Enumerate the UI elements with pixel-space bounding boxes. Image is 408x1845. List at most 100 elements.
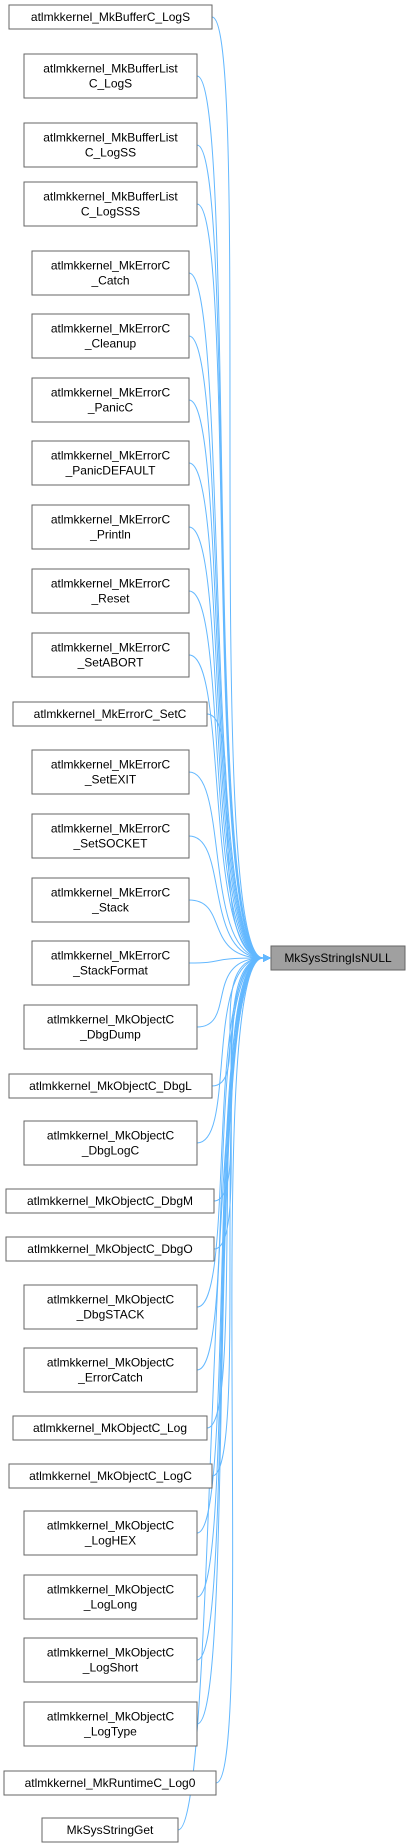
caller-node[interactable]: atlmkkernel_MkObjectC_LogShort xyxy=(23,1637,198,1683)
caller-node[interactable]: MkSysStringGet xyxy=(41,1817,179,1843)
caller-node[interactable]: atlmkkernel_MkBufferC_LogS xyxy=(8,4,213,30)
caller-node-label: _SetEXIT xyxy=(84,773,137,787)
caller-node-box xyxy=(23,1574,198,1620)
call-edge xyxy=(196,957,264,1308)
caller-node-box xyxy=(23,1701,198,1747)
caller-node[interactable]: atlmkkernel_MkObjectC_Log xyxy=(12,1415,208,1441)
caller-node-box xyxy=(31,749,190,795)
call-edge xyxy=(196,144,264,959)
caller-node-label: atlmkkernel_MkObjectC xyxy=(47,1356,175,1370)
caller-node[interactable]: atlmkkernel_MkObjectC_DbgDump xyxy=(23,1004,198,1050)
caller-node-label: _Cleanup xyxy=(84,337,137,351)
caller-node-label: atlmkkernel_MkErrorC_SetC xyxy=(34,707,187,721)
caller-node[interactable]: atlmkkernel_MkErrorC_Stack xyxy=(31,877,190,923)
caller-node[interactable]: atlmkkernel_MkObjectC_DbgL xyxy=(8,1073,213,1099)
caller-node-label: atlmkkernel_MkObjectC_DbgO xyxy=(27,1242,192,1256)
target-node[interactable]: MkSysStringIsNULL xyxy=(270,945,406,971)
caller-node-label: atlmkkernel_MkErrorC xyxy=(51,577,171,591)
caller-node-label: _LogShort xyxy=(82,1661,139,1675)
caller-node-label: atlmkkernel_MkErrorC xyxy=(51,641,171,655)
caller-node-label: _LogType xyxy=(83,1725,137,1739)
caller-node-box xyxy=(31,504,190,550)
caller-node-label: atlmkkernel_MkErrorC xyxy=(51,886,171,900)
caller-node-label: atlmkkernel_MkErrorC xyxy=(51,386,171,400)
caller-node-label: _Println xyxy=(89,528,131,542)
caller-node-label: atlmkkernel_MkBufferList xyxy=(43,62,178,76)
caller-node[interactable]: atlmkkernel_MkErrorC_SetSOCKET xyxy=(31,813,190,859)
caller-node[interactable]: atlmkkernel_MkObjectC_LogType xyxy=(23,1701,198,1747)
caller-node[interactable]: atlmkkernel_MkObjectC_LogLong xyxy=(23,1574,198,1620)
caller-node-box xyxy=(41,1817,179,1843)
caller-node[interactable]: atlmkkernel_MkObjectC_DbgM xyxy=(5,1188,215,1214)
caller-node-label: C_LogSS xyxy=(85,146,136,160)
call-edge xyxy=(211,957,264,1087)
caller-node-label: atlmkkernel_MkObjectC xyxy=(47,1129,175,1143)
caller-node[interactable]: atlmkkernel_MkErrorC_SetABORT xyxy=(31,632,190,678)
caller-node-label: atlmkkernel_MkErrorC xyxy=(51,949,171,963)
caller-node-label: atlmkkernel_MkObjectC_DbgL xyxy=(29,1079,192,1093)
caller-node-label: atlmkkernel_MkErrorC xyxy=(51,259,171,273)
caller-node[interactable]: atlmkkernel_MkErrorC_Println xyxy=(31,504,190,550)
caller-node-box xyxy=(31,940,190,986)
call-edge xyxy=(188,899,264,959)
caller-node-box xyxy=(8,1073,213,1099)
caller-node-box xyxy=(23,53,198,99)
call-edge xyxy=(196,957,264,1371)
caller-node-box xyxy=(12,701,208,727)
caller-node-label: atlmkkernel_MkObjectC xyxy=(47,1293,175,1307)
caller-node-label: atlmkkernel_MkObjectC_LogC xyxy=(29,1469,192,1483)
caller-node[interactable]: atlmkkernel_MkErrorC_StackFormat xyxy=(31,940,190,986)
call-edge xyxy=(196,957,264,1534)
caller-node-label: _DbgDump xyxy=(79,1028,141,1042)
caller-node-box xyxy=(3,1770,217,1796)
call-edge xyxy=(188,590,264,959)
caller-node[interactable]: atlmkkernel_MkObjectC_LogHEX xyxy=(23,1510,198,1556)
caller-node-box xyxy=(23,1347,198,1393)
caller-nodes: atlmkkernel_MkBufferC_LogS atlmkkernel_Mk… xyxy=(3,4,217,1843)
caller-node[interactable]: atlmkkernel_MkObjectC_ErrorCatch xyxy=(23,1347,198,1393)
call-edge xyxy=(196,75,264,959)
caller-node[interactable]: atlmkkernel_MkErrorC_Cleanup xyxy=(31,313,190,359)
caller-node[interactable]: atlmkkernel_MkRuntimeC_Log0 xyxy=(3,1770,217,1796)
edges xyxy=(177,16,271,1831)
caller-node-label: atlmkkernel_MkBufferList xyxy=(43,131,178,145)
caller-node-box xyxy=(12,1415,208,1441)
caller-node-label: atlmkkernel_MkObjectC xyxy=(47,1646,175,1660)
caller-node[interactable]: atlmkkernel_MkErrorC_PanicC xyxy=(31,377,190,423)
caller-node-box xyxy=(31,632,190,678)
caller-node[interactable]: atlmkkernel_MkObjectC_DbgSTACK xyxy=(23,1284,198,1330)
call-edge xyxy=(196,957,264,1598)
caller-node-box xyxy=(23,1284,198,1330)
caller-node-label: atlmkkernel_MkObjectC xyxy=(47,1583,175,1597)
caller-node[interactable]: atlmkkernel_MkObjectC_LogC xyxy=(8,1463,213,1489)
caller-node[interactable]: atlmkkernel_MkObjectC_DbgO xyxy=(5,1236,215,1262)
call-edge xyxy=(188,835,264,959)
caller-node[interactable]: atlmkkernel_MkErrorC_SetEXIT xyxy=(31,749,190,795)
caller-node-box xyxy=(31,440,190,486)
call-edge xyxy=(188,526,264,959)
call-edge xyxy=(188,399,264,959)
call-edge xyxy=(188,335,264,959)
caller-node[interactable]: atlmkkernel_MkErrorC_SetC xyxy=(12,701,208,727)
caller-node-label: atlmkkernel_MkBufferC_LogS xyxy=(31,10,190,24)
call-edge xyxy=(188,654,264,959)
caller-node-label: _SetABORT xyxy=(77,656,144,670)
call-edge xyxy=(211,16,264,959)
caller-node[interactable]: atlmkkernel_MkErrorC_PanicDEFAULT xyxy=(31,440,190,486)
call-edge xyxy=(215,957,264,1784)
caller-node-label: _PanicDEFAULT xyxy=(65,464,156,478)
caller-node[interactable]: atlmkkernel_MkObjectC_DbgLogC xyxy=(23,1120,198,1166)
caller-node-label: _DbgLogC xyxy=(81,1144,140,1158)
caller-node-box xyxy=(23,181,198,227)
caller-node[interactable]: atlmkkernel_MkErrorC_Catch xyxy=(31,250,190,296)
target-node-label: MkSysStringIsNULL xyxy=(284,951,392,965)
caller-node[interactable]: atlmkkernel_MkErrorC_Reset xyxy=(31,568,190,614)
caller-node-box xyxy=(31,313,190,359)
caller-node-label: _ErrorCatch xyxy=(77,1371,143,1385)
caller-node-box xyxy=(31,568,190,614)
caller-node-label: atlmkkernel_MkRuntimeC_Log0 xyxy=(25,1776,196,1790)
caller-node-label: C_LogSSS xyxy=(81,205,140,219)
